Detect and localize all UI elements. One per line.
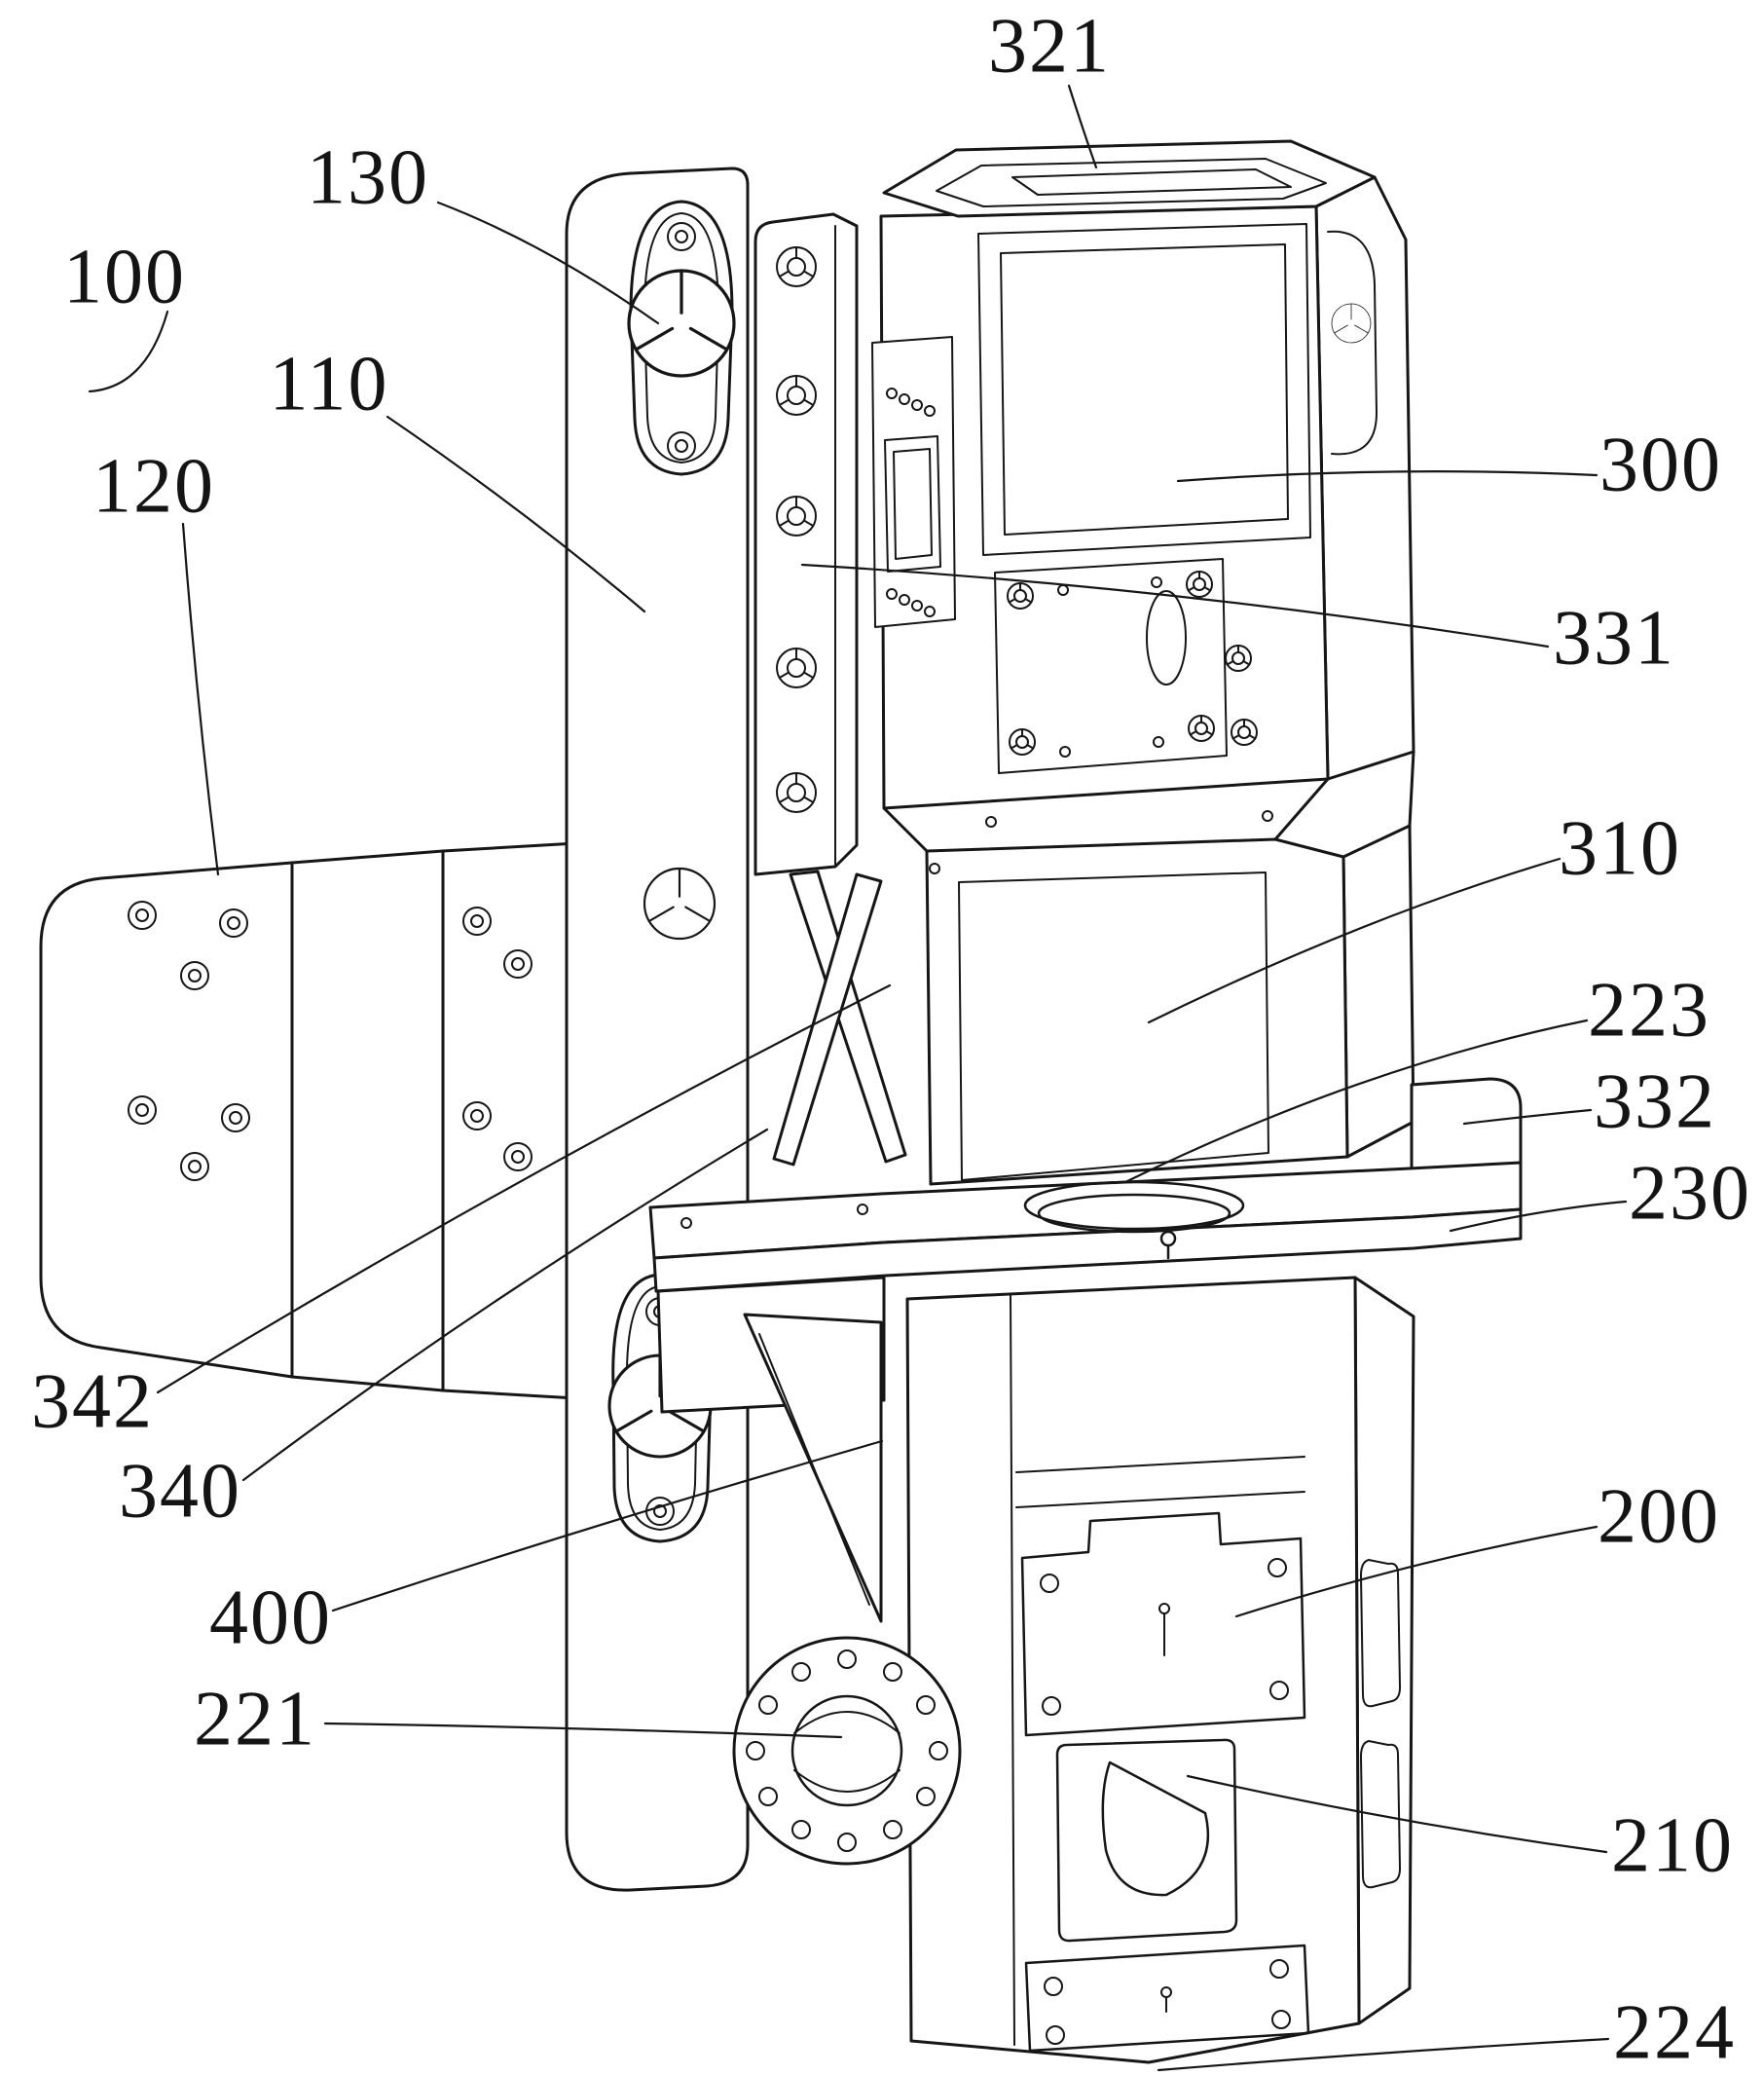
leader-340 — [241, 1128, 769, 1482]
gusset — [743, 1313, 883, 1623]
leader-223 — [1123, 1019, 1589, 1184]
middle-housing-side-face — [1341, 824, 1415, 1159]
lower-housing-front-face — [905, 1276, 1361, 2064]
base-plate — [648, 1161, 1523, 1293]
upper-oval-boss — [627, 200, 736, 476]
bottom-panel — [1024, 1944, 1310, 2053]
leader-120 — [181, 522, 220, 876]
leader-110 — [386, 415, 646, 613]
cam-lobe — [1101, 1760, 1210, 1897]
ref-label-342: 342 — [31, 1358, 154, 1445]
leader-400 — [331, 1439, 884, 1612]
ref-label-310: 310 — [1559, 805, 1681, 892]
leader-310 — [1147, 857, 1562, 1024]
middle-housing-front-face — [925, 837, 1349, 1186]
left-arm-plate — [39, 841, 578, 1400]
leader-200 — [1234, 1525, 1599, 1618]
ref-label-332: 332 — [1594, 1058, 1716, 1145]
hat-plate — [1020, 1511, 1306, 1737]
right-flange-tab — [1410, 1077, 1523, 1174]
ref-label-321: 321 — [988, 3, 1111, 90]
mounting-rail — [753, 212, 859, 876]
ref-label-400: 400 — [209, 1575, 332, 1661]
leader-300 — [1176, 470, 1599, 483]
screw-panel — [994, 558, 1228, 774]
ref-label-300: 300 — [1599, 422, 1722, 508]
leader-100 — [88, 310, 169, 393]
ref-label-230: 230 — [1629, 1150, 1751, 1237]
ref-label-130: 130 — [307, 134, 429, 221]
ref-label-120: 120 — [92, 443, 215, 530]
cavity — [1055, 1738, 1238, 1943]
leader-321 — [1067, 84, 1098, 169]
shaft-flange — [732, 1636, 962, 1866]
ref-label-200: 200 — [1598, 1473, 1720, 1560]
leader-221 — [323, 1722, 843, 1739]
leader-331 — [800, 563, 1550, 648]
leader-342 — [156, 983, 892, 1394]
upper-housing-side-face — [1314, 175, 1415, 781]
middle-housing — [925, 810, 1415, 1186]
ref-label-331: 331 — [1553, 595, 1675, 682]
upper-housing — [871, 139, 1415, 853]
lower-housing — [905, 1276, 1415, 2064]
ref-label-223: 223 — [1588, 967, 1710, 1054]
leader-210 — [1186, 1774, 1608, 1854]
circular-port — [1023, 1180, 1245, 1260]
lower-housing-side-face — [1353, 1276, 1415, 2025]
top-flange — [882, 139, 1377, 218]
diagonal-brace — [772, 870, 907, 1167]
ref-label-221: 221 — [194, 1676, 316, 1762]
ref-label-110: 110 — [269, 341, 389, 427]
leader-224 — [1157, 2037, 1610, 2072]
leader-lines — [88, 84, 1628, 2072]
ref-label-210: 210 — [1611, 1802, 1734, 1889]
ref-label-340: 340 — [119, 1448, 241, 1535]
leader-130 — [436, 201, 660, 325]
side-strip-panel — [871, 336, 956, 628]
leader-332 — [1462, 1108, 1593, 1126]
ref-label-100: 100 — [63, 234, 186, 320]
plate-bore-hole — [643, 867, 717, 941]
base-plate-front-face — [652, 1207, 1523, 1293]
ref-label-224: 224 — [1613, 1989, 1736, 2075]
leader-230 — [1449, 1200, 1628, 1233]
